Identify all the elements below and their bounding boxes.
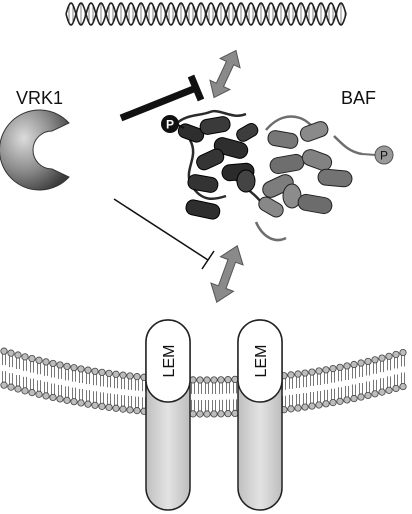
baf-label: BAF	[341, 88, 376, 108]
lem-protein-2: LEM	[237, 319, 283, 511]
baf-dna-binding-arrow-icon	[209, 49, 241, 99]
vrk1-label: VRK1	[16, 88, 63, 108]
baf-lem-inhibition-icon	[113, 198, 215, 270]
baf-monomer-light	[254, 115, 363, 242]
baf-lem-binding-arrow-icon	[210, 245, 244, 303]
baf-dna-inhibition-icon	[119, 74, 205, 122]
phospho-marker-light: P	[361, 145, 394, 165]
baf-protein-icon: P P	[161, 109, 394, 242]
vrk1-kinase-icon	[0, 109, 70, 191]
lem-label-1: LEM	[161, 345, 178, 378]
dna-helix-icon	[65, 2, 347, 26]
phospho-label-light: P	[380, 149, 388, 163]
membrane-bilayer-icon	[0, 347, 407, 418]
baf-monomer-dark	[175, 109, 268, 220]
lem-protein-1: LEM	[145, 319, 191, 511]
phospho-marker-dark: P	[161, 115, 185, 133]
phospho-label-dark: P	[166, 118, 174, 132]
lem-label-2: LEM	[253, 345, 270, 378]
